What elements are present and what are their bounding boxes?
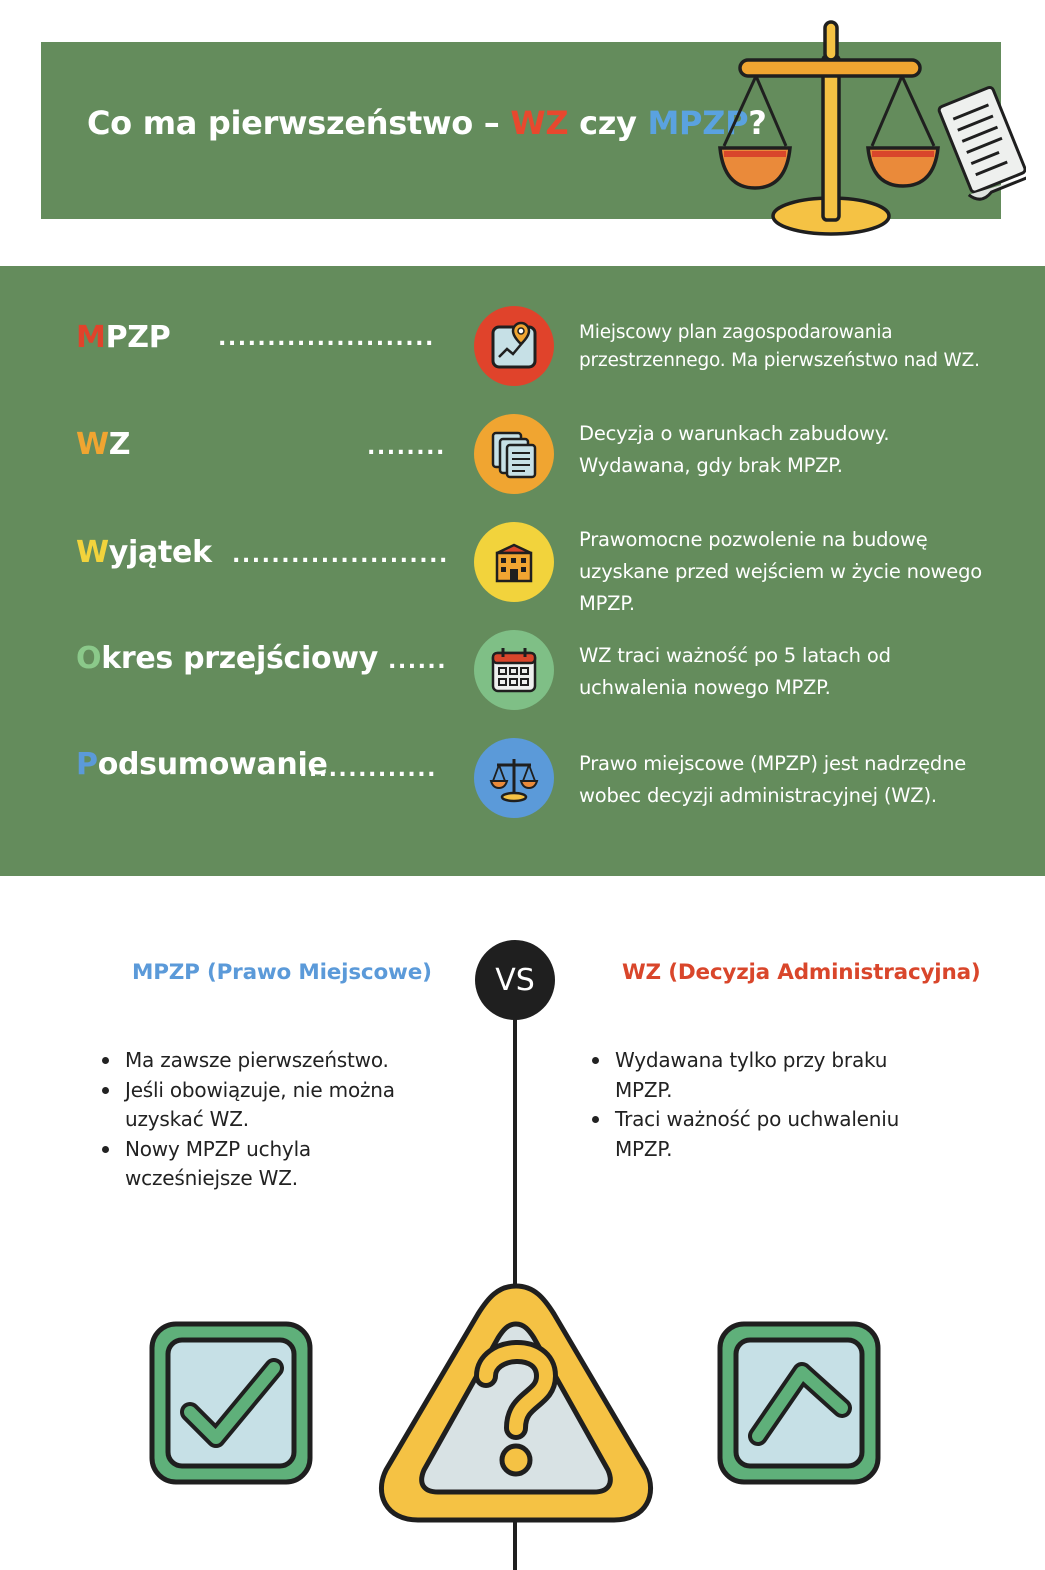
leader-dots: ...... — [388, 649, 448, 674]
term-description: Decyzja o warunkach zabudowy. Wydawana, … — [579, 422, 890, 477]
wz-column-title: WZ (Decyzja Administracyjna) — [622, 960, 981, 985]
title-prefix: Co ma pierwszeństwo – — [87, 104, 511, 142]
map-pin-icon — [474, 306, 554, 386]
term-initial: M — [76, 320, 106, 355]
building-icon — [474, 522, 554, 602]
term-rest: yjątek — [108, 535, 212, 570]
leader-dots: ...................... — [232, 543, 449, 568]
scales-icon — [474, 738, 554, 818]
title-mid: czy — [568, 104, 648, 142]
term-summary: Podsumowanie — [76, 747, 328, 782]
caret-up-icon — [717, 1321, 881, 1485]
term-description: Prawo miejscowe (MPZP) jest nadrzędne wo… — [579, 752, 967, 807]
title-suffix: ? — [748, 104, 767, 142]
term-initial: O — [76, 641, 102, 676]
list-item: Ma zawsze pierwszeństwo. — [91, 1046, 421, 1076]
term-mpzp: MPZP — [76, 320, 171, 355]
leader-dots: ........ — [367, 435, 446, 460]
term-rest: Z — [108, 427, 131, 462]
leader-dots: ...................... — [218, 326, 435, 351]
list-item: Traci ważność po uchwaleniu MPZP. — [581, 1105, 911, 1164]
title-wz: WZ — [510, 104, 569, 142]
leader-dots: .............. — [299, 757, 438, 782]
term-initial: P — [76, 747, 98, 782]
wz-bullet-list: Wydawana tylko przy braku MPZP. Traci wa… — [581, 1046, 911, 1164]
page-title: Co ma pierwszeństwo – WZ czy MPZP? — [87, 104, 767, 142]
term-description: WZ traci ważność po 5 latach od uchwalen… — [579, 644, 891, 699]
title-mpzp: MPZP — [647, 104, 749, 142]
checkmark-icon — [149, 1321, 313, 1485]
term-exception: Wyjątek — [76, 535, 212, 570]
mpzp-bullet-list: Ma zawsze pierwszeństwo. Jeśli obowiązuj… — [91, 1046, 421, 1194]
term-wz: WZ — [76, 427, 131, 462]
term-rest: PZP — [105, 320, 171, 355]
term-rest: odsumowanie — [97, 747, 328, 782]
vs-badge: VS — [475, 940, 555, 1020]
term-description: Miejscowy plan zagospodarowania przestrz… — [579, 322, 980, 371]
balance-scale-with-document-icon — [718, 20, 1026, 236]
calendar-icon — [474, 630, 554, 710]
list-item: Wydawana tylko przy braku MPZP. — [581, 1046, 911, 1105]
term-transition-period: Okres przejściowy — [76, 641, 378, 676]
list-item: Nowy MPZP uchyla wcześniejsze WZ. — [91, 1135, 421, 1194]
documents-icon — [474, 414, 554, 494]
term-initial: W — [76, 427, 109, 462]
list-item: Jeśli obowiązuje, nie można uzyskać WZ. — [91, 1076, 421, 1135]
term-description: Prawomocne pozwolenie na budowę uzyskane… — [579, 528, 983, 615]
mpzp-column-title: MPZP (Prawo Miejscowe) — [132, 960, 432, 985]
term-rest: kres przejściowy — [101, 641, 378, 676]
question-warning-icon — [379, 1283, 653, 1523]
term-initial: W — [76, 535, 109, 570]
